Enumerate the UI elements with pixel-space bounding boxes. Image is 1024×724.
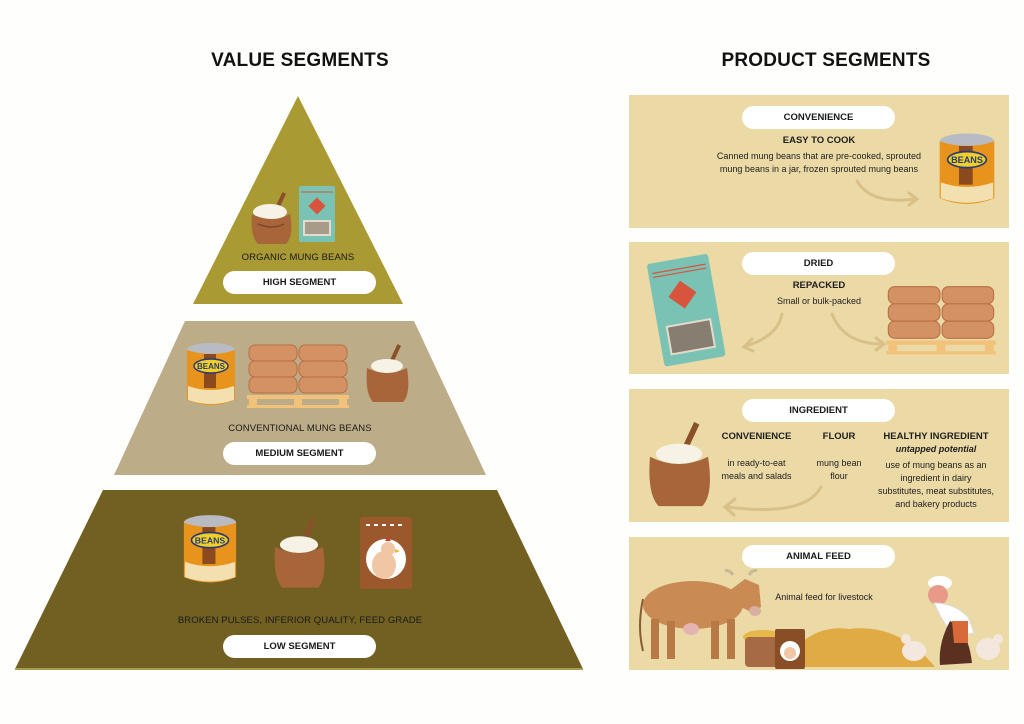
split-arrows-icon [741,312,887,353]
ingredient-col-text: use of mung beans as an [885,460,987,470]
arrow-icon [855,179,920,207]
ingredient-col-title: FLOUR [822,431,856,442]
svg-text:BEANS: BEANS [197,362,226,371]
value-segments-heading: VALUE SEGMENTS [211,50,389,71]
convenience-pill: CONVENIENCE [742,106,895,129]
dried-pill: DRIED [742,252,895,275]
ingredient-col-text: flour [830,471,848,481]
feed-pile-icon [743,628,935,669]
panel-convenience: CONVENIENCE EASY TO COOK Canned mung bea… [629,95,1009,228]
svg-text:BEANS: BEANS [195,535,226,545]
product-segments-heading: PRODUCT SEGMENTS [721,50,931,71]
svg-text:BEANS: BEANS [951,155,983,165]
beans-can-icon: BEANS [183,515,237,583]
arrow-icon [722,485,823,517]
sack-pallet-icon [247,344,349,408]
pouch-bag-icon [299,186,335,242]
tier-label-medium: CONVENTIONAL MUNG BEANS [228,423,372,434]
animal-feed-pill: ANIMAL FEED [742,545,895,568]
panel-text-line2: mung beans in a jar, frozen sprouted mun… [719,164,919,174]
ingredient-col-text: mung bean [816,458,862,468]
panel-subtitle: EASY TO COOK [782,135,856,146]
sack-pallet-icon [886,286,996,355]
medium-segment-pill: MEDIUM SEGMENT [223,442,376,465]
tier-label-high: ORGANIC MUNG BEANS [241,252,355,263]
flour-sack-icon [274,518,325,588]
beans-can-icon: BEANS [939,133,995,204]
ingredient-col-text: substitutes, meat substitutes, [877,486,995,496]
pyramid-tier-high [193,96,403,304]
flour-sack-icon [251,192,292,244]
panel-text-line1: Canned mung beans that are pre-cooked, s… [716,151,922,161]
panel-subtitle: REPACKED [792,280,846,291]
ingredient-pill: INGREDIENT [742,399,895,422]
low-segment-pill: LOW SEGMENT [223,635,376,658]
ingredient-col-text: ingredient in dairy [900,473,972,483]
panel-ingredient: INGREDIENT CONVENIENCE in ready-to-eat m… [629,389,1009,522]
ingredient-col-title: CONVENIENCE [721,431,792,442]
ingredient-col-text: meals and salads [721,471,792,481]
untapped-potential-note: untapped potential [895,444,977,454]
chicken-feed-bag-icon [360,517,412,589]
panel-text: Small or bulk-packed [776,296,862,306]
farmer-feeding-chickens-icon [901,576,1003,665]
high-segment-pill: HIGH SEGMENT [223,271,376,294]
pouch-bag-icon [647,254,726,367]
ingredient-col-title: HEALTHY INGREDIENT [883,431,989,442]
cow-icon [639,569,761,659]
flour-sack-icon [649,422,710,507]
panel-text: Animal feed for livestock [775,592,873,602]
panel-dried: DRIED REPACKED Small or bulk-packed [629,242,1009,374]
ingredient-col-text: in ready-to-eat [727,458,786,468]
panel-animal-feed: ANIMAL FEED Animal feed for livestock [629,537,1009,670]
tier-label-low: BROKEN PULSES, INFERIOR QUALITY, FEED GR… [177,615,423,626]
ingredient-col-text: and bakery products [895,499,977,509]
beans-can-icon: BEANS [187,343,235,405]
flour-sack-icon [366,344,409,402]
